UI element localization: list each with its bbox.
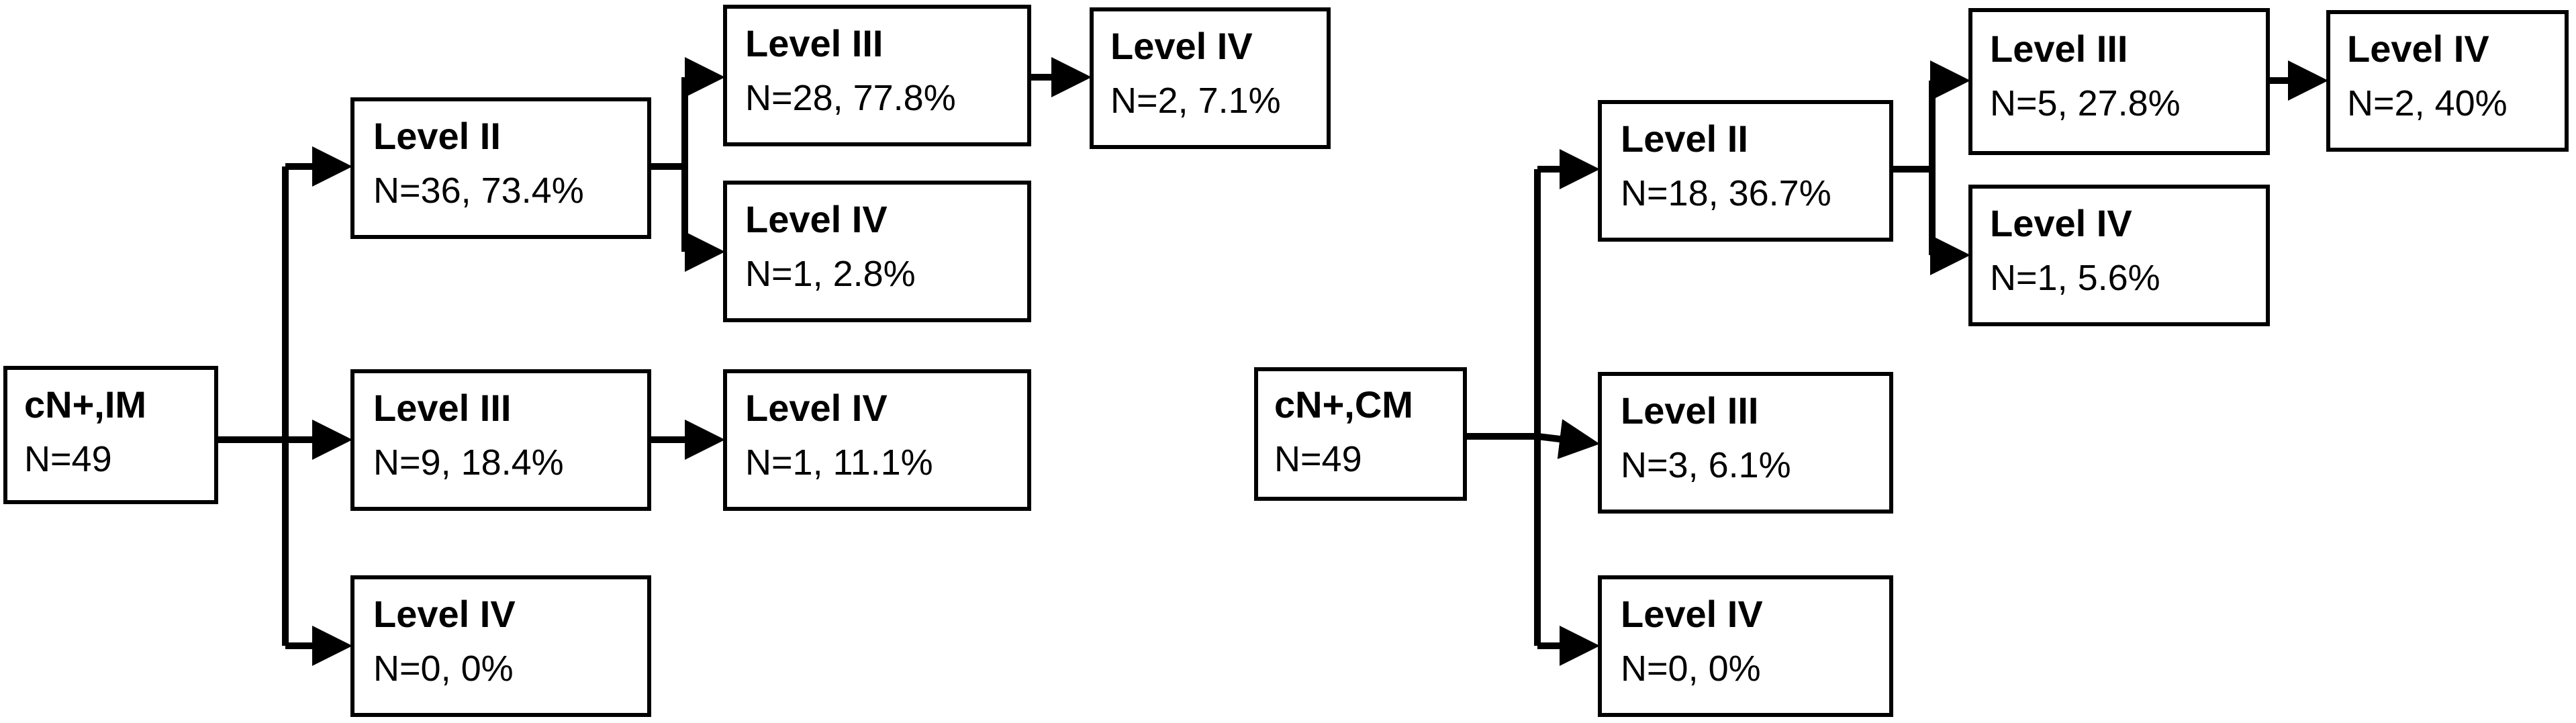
node-title: Level II — [1621, 117, 1748, 160]
tree-im: cN+,IM N=49 Level II N=36, 73.4% Level I… — [3, 5, 1331, 717]
node-value: N=1, 2.8% — [745, 254, 916, 294]
node-value: N=49 — [1274, 439, 1362, 479]
node-title: Level IV — [1110, 25, 1253, 67]
tree-cm-edges — [1465, 60, 2328, 666]
node-value: N=2, 7.1% — [1110, 81, 1281, 121]
node-box — [350, 369, 651, 511]
node-level-ii-iv: Level IV N=1, 5.6% — [1968, 185, 2270, 326]
node-box — [3, 366, 218, 504]
node-level-iv: Level IV N=0, 0% — [1598, 575, 1893, 717]
node-title: Level IV — [745, 387, 888, 429]
tree-cm: cN+,CM N=49 Level II N=18, 36.7% Level I… — [1254, 8, 2569, 717]
node-box — [1598, 100, 1893, 242]
node-title: Level III — [745, 22, 883, 64]
node-level-ii: Level II N=36, 73.4% — [350, 97, 651, 239]
node-title: cN+,IM — [24, 383, 146, 426]
node-title: Level IV — [1621, 593, 1763, 635]
node-level-ii-iii: Level III N=5, 27.8% — [1968, 8, 2270, 155]
node-level-ii-iii: Level III N=28, 77.8% — [723, 5, 1031, 146]
node-title: Level III — [1990, 28, 2128, 70]
tree-im-edges — [216, 57, 1092, 666]
node-level-ii-iii-iv: Level IV N=2, 7.1% — [1090, 7, 1331, 149]
node-value: N=1, 11.1% — [745, 442, 933, 483]
node-title: Level II — [373, 115, 501, 157]
node-value: N=1, 5.6% — [1990, 258, 2160, 298]
node-box — [1090, 7, 1331, 149]
node-value: N=28, 77.8% — [745, 78, 956, 118]
node-box — [1968, 185, 2270, 326]
node-value: N=36, 73.4% — [373, 171, 584, 211]
node-value: N=2, 40% — [2347, 83, 2508, 124]
node-level-ii: Level II N=18, 36.7% — [1598, 100, 1893, 242]
node-box — [350, 97, 651, 239]
node-level-ii-iii-iv: Level IV N=2, 40% — [2326, 10, 2569, 152]
node-title: Level IV — [2347, 28, 2489, 70]
node-title: Level IV — [1990, 202, 2132, 244]
node-level-iii: Level III N=9, 18.4% — [350, 369, 651, 511]
node-level-iii: Level III N=3, 6.1% — [1598, 372, 1893, 514]
node-box — [350, 575, 651, 717]
node-value: N=49 — [24, 439, 112, 479]
node-box — [2326, 10, 2569, 152]
node-value: N=3, 6.1% — [1621, 445, 1791, 485]
node-title: Level IV — [745, 198, 888, 240]
node-box — [723, 369, 1031, 511]
node-title: cN+,CM — [1274, 383, 1413, 426]
node-title: Level III — [373, 387, 511, 429]
node-root-cm: cN+,CM N=49 — [1254, 367, 1467, 501]
node-box — [1598, 372, 1893, 514]
node-root-im: cN+,IM N=49 — [3, 366, 218, 504]
node-box — [1254, 367, 1467, 501]
node-value: N=0, 0% — [373, 648, 514, 689]
node-box — [1968, 8, 2270, 155]
node-level-iv: Level IV N=0, 0% — [350, 575, 651, 717]
node-value: N=5, 27.8% — [1990, 83, 2181, 124]
node-level-iii-iv: Level IV N=1, 11.1% — [723, 369, 1031, 511]
node-level-ii-iv: Level IV N=1, 2.8% — [723, 181, 1031, 322]
edge-to-level-iii — [1537, 419, 1600, 459]
node-value: N=18, 36.7% — [1621, 173, 1831, 213]
node-value: N=9, 18.4% — [373, 442, 564, 483]
node-box — [723, 5, 1031, 146]
node-title: Level IV — [373, 593, 516, 635]
node-title: Level III — [1621, 389, 1758, 432]
node-value: N=0, 0% — [1621, 648, 1761, 689]
node-box — [1598, 575, 1893, 717]
node-box — [723, 181, 1031, 322]
